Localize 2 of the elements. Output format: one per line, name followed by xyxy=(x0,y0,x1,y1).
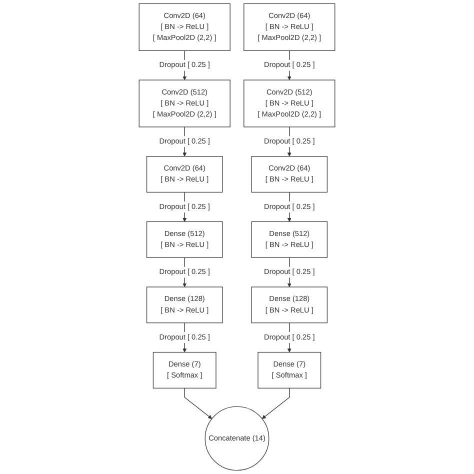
arrow xyxy=(262,388,290,419)
arrow xyxy=(184,388,212,419)
